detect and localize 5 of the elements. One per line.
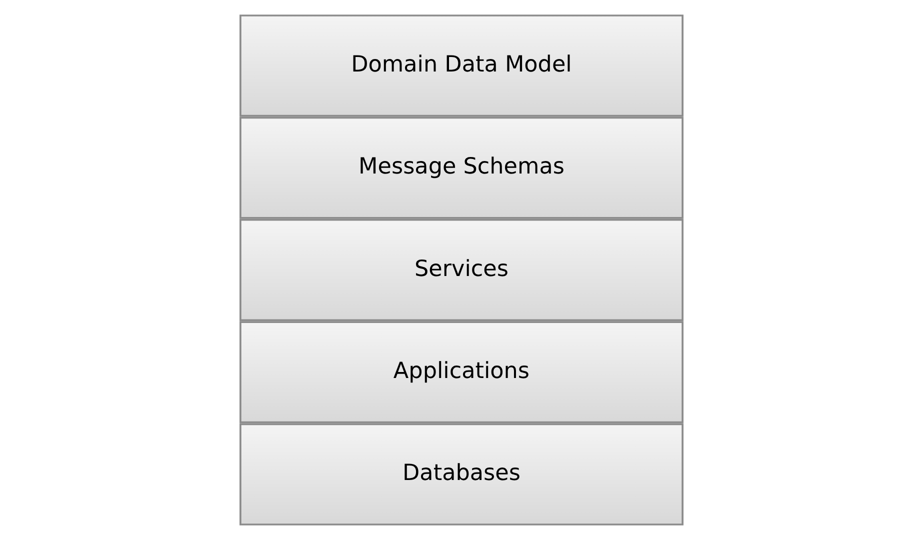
node-box: Services <box>239 218 683 322</box>
node-box: Databases <box>239 423 683 526</box>
node-box: Applications <box>239 321 683 424</box>
node-box: Domain Data Model <box>239 14 683 117</box>
node-box: Message Schemas <box>239 116 683 219</box>
